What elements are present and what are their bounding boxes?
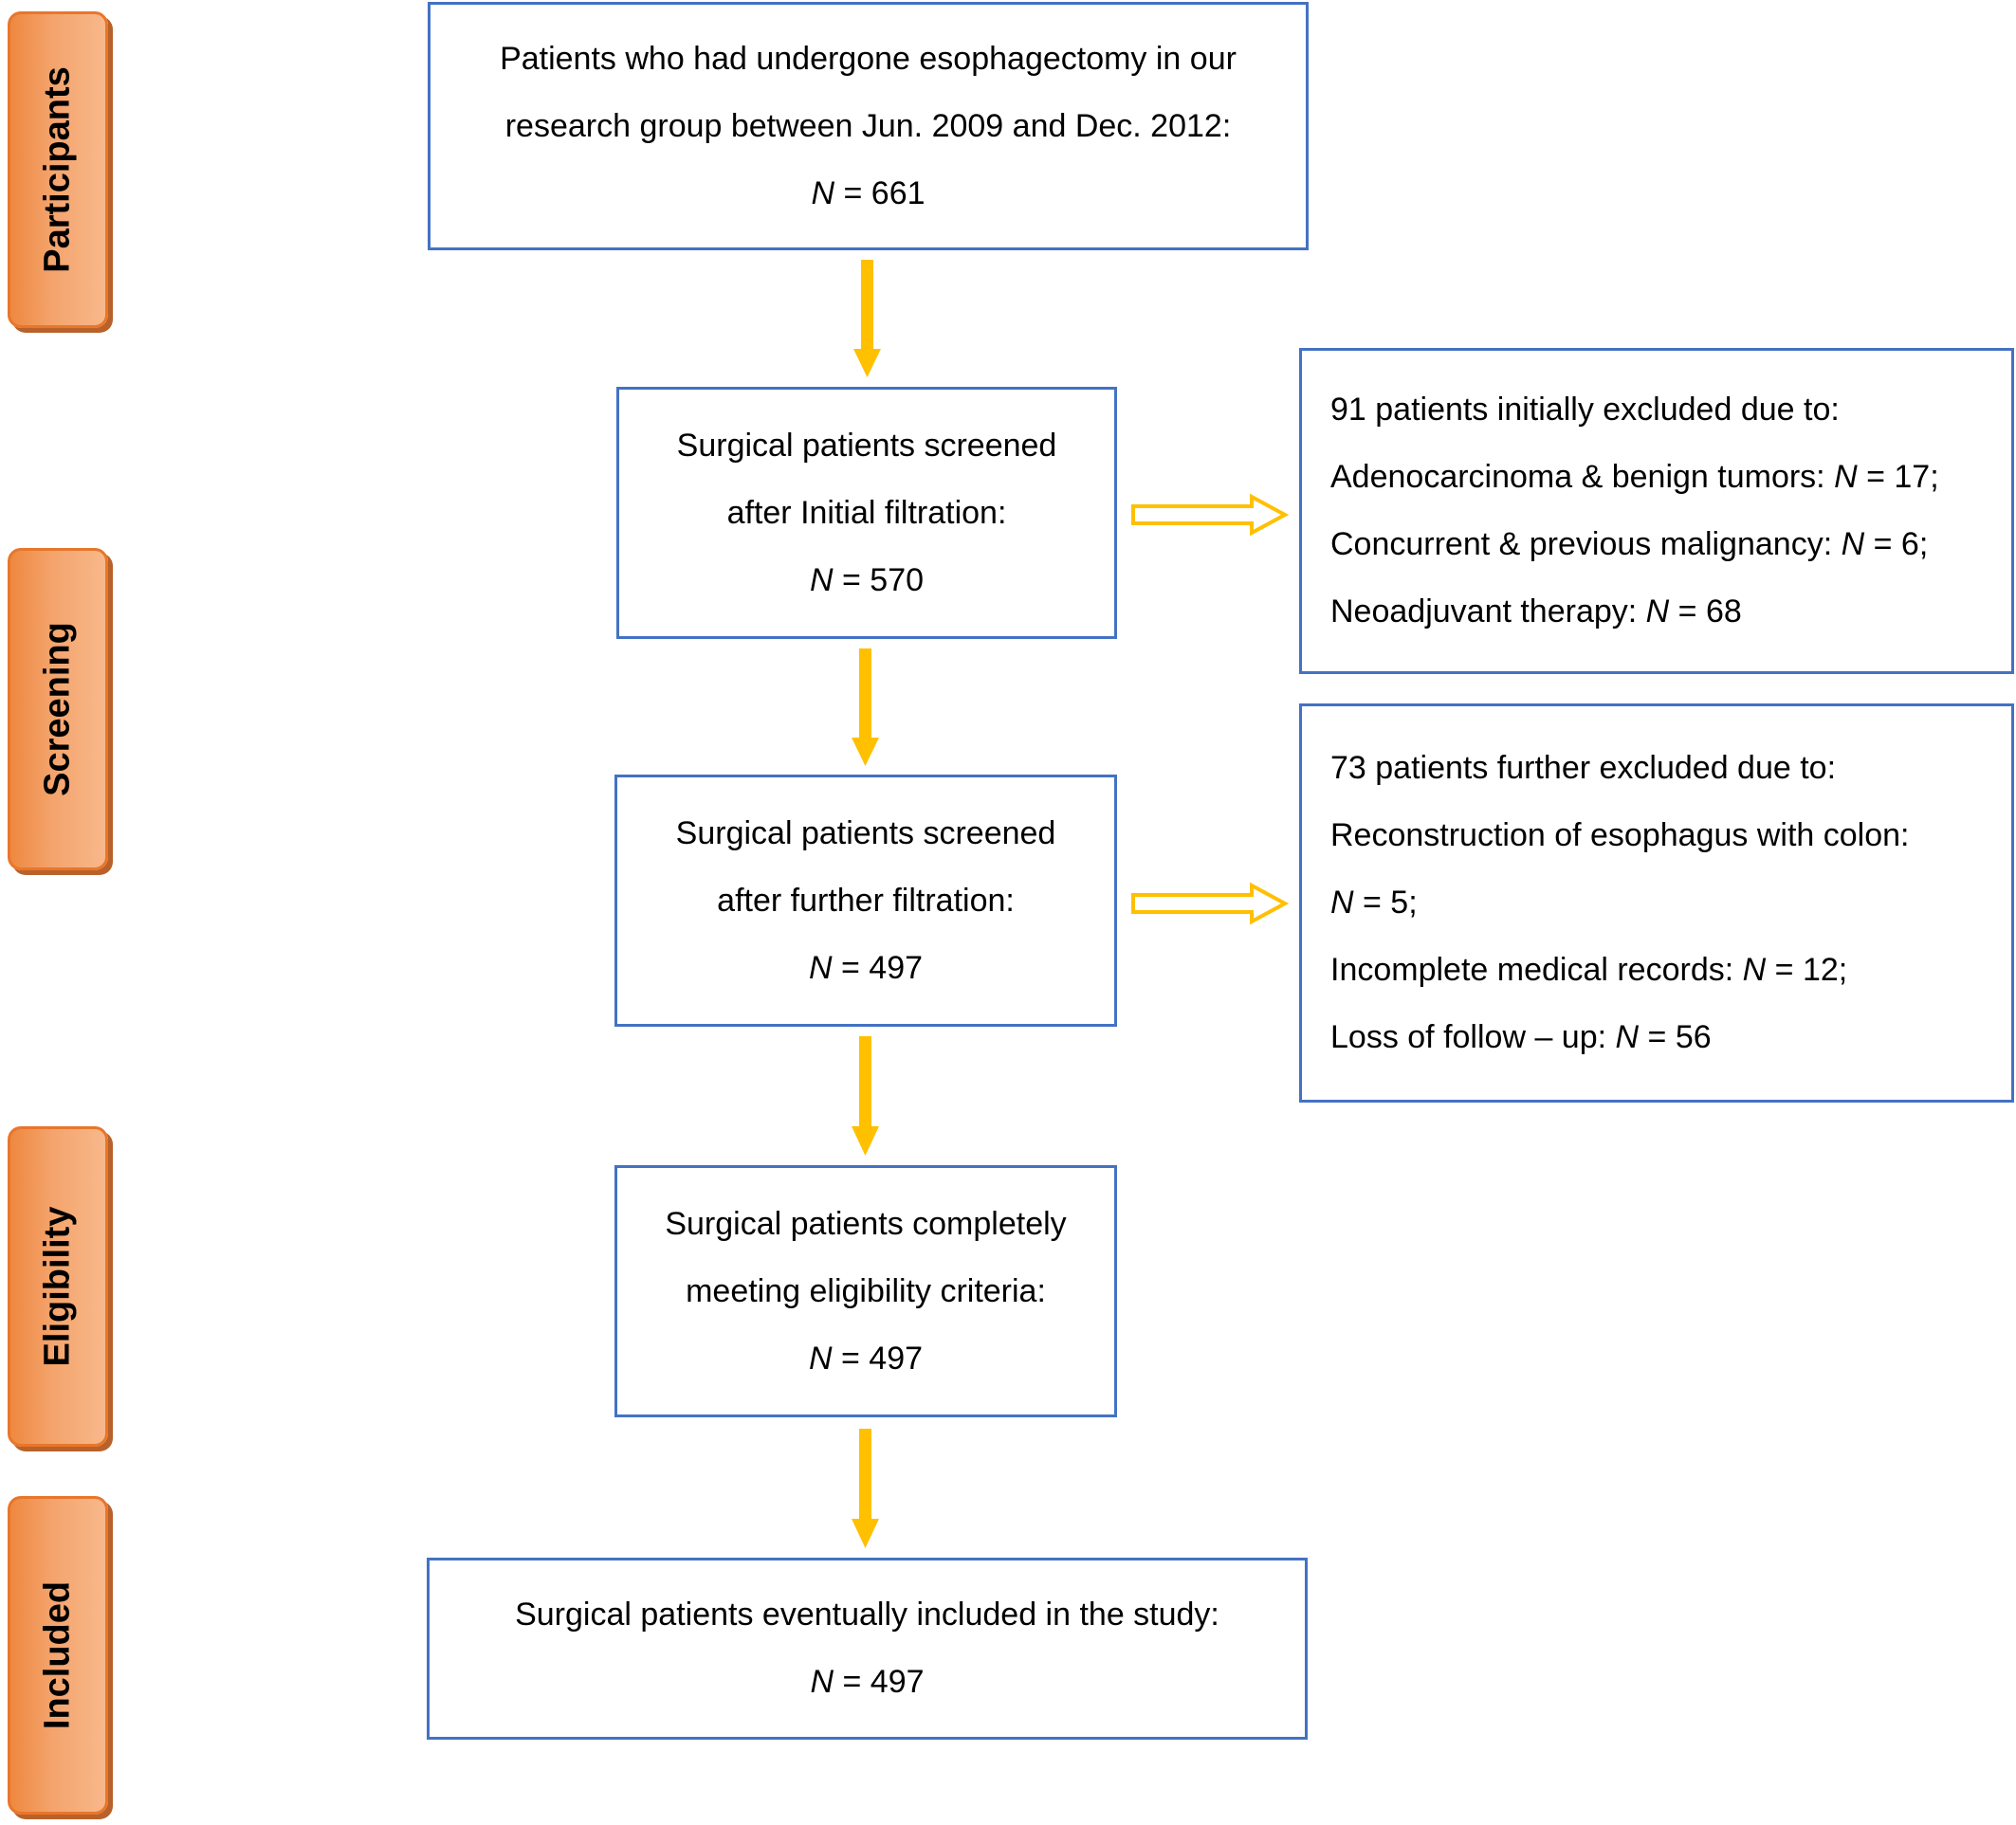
item-count: = 68 — [1669, 593, 1742, 630]
box-exclusions-initial: 91 patients initially excluded due to: A… — [1299, 348, 2014, 674]
arrow-down-1 — [853, 260, 881, 377]
stage-eligibility: Eligibility — [8, 1126, 108, 1447]
n-symbol: N — [808, 949, 833, 986]
box-eligible-line2: meeting eligibility criteria: — [686, 1272, 1046, 1309]
item-text: Loss of follow – up: — [1330, 1019, 1616, 1055]
exclusion1-header: 91 patients initially excluded due to: — [1330, 392, 1840, 428]
box-included-count: N = 497 — [810, 1649, 924, 1716]
n-symbol: N — [811, 174, 835, 211]
box-exclusions-further: 73 patients further excluded due to: Rec… — [1299, 703, 2014, 1103]
box-eligible: Surgical patients completely meeting eli… — [614, 1165, 1117, 1417]
box-eligible-count: N = 497 — [809, 1325, 923, 1393]
exclusion2-header: 73 patients further excluded due to: — [1330, 750, 1837, 786]
item-text: Adenocarcinoma & benign tumors: — [1330, 459, 1835, 495]
arrow-right-2 — [1131, 882, 1290, 925]
exclusion2-item: Reconstruction of esophagus with colon: — [1330, 802, 1909, 869]
count-value: = 497 — [832, 949, 924, 986]
box-initial-line1: Patients who had undergone esophagectomy… — [500, 40, 1237, 77]
box-initial-population: Patients who had undergone esophagectomy… — [428, 2, 1309, 250]
box-screen2-line2: after further filtration: — [717, 882, 1015, 919]
n-symbol: N — [1841, 526, 1865, 562]
exclusion2-item: Loss of follow – up: N = 56 — [1330, 1004, 1712, 1071]
box-screen1-line1: Surgical patients screened — [676, 427, 1057, 464]
item-count: = 56 — [1639, 1019, 1712, 1055]
n-symbol: N — [1645, 593, 1670, 630]
box-screen1-count: N = 570 — [810, 547, 924, 614]
n-symbol: N — [809, 561, 834, 598]
exclusion1-item: Concurrent & previous malignancy: N = 6; — [1330, 511, 1928, 578]
box-included: Surgical patients eventually included in… — [427, 1558, 1308, 1740]
box-included-line1: Surgical patients eventually included in… — [515, 1597, 1219, 1633]
box-screen1-line2: after Initial filtration: — [726, 494, 1007, 531]
box-initial-count: N = 661 — [811, 160, 925, 228]
exclusion2-item: Incomplete medical records: N = 12; — [1330, 937, 1847, 1004]
exclusion1-item: Adenocarcinoma & benign tumors: N = 17; — [1330, 444, 1939, 511]
item-count: = 12; — [1766, 952, 1848, 988]
arrow-right-1 — [1131, 493, 1290, 537]
stage-participants: Participants — [8, 11, 108, 328]
n-symbol: N — [1330, 885, 1354, 921]
item-text: Neoadjuvant therapy: — [1330, 593, 1646, 630]
n-symbol: N — [808, 1340, 833, 1377]
count-value: = 661 — [834, 174, 926, 211]
arrow-down-4 — [852, 1429, 879, 1548]
n-symbol: N — [1615, 1019, 1640, 1055]
item-count: = 5; — [1353, 885, 1418, 921]
stage-included: Included — [8, 1496, 108, 1815]
n-symbol: N — [1742, 952, 1767, 988]
arrow-down-2 — [852, 648, 879, 766]
stage-screening: Screening — [8, 548, 108, 870]
item-count: = 17; — [1857, 459, 1939, 495]
box-screen-initial: Surgical patients screened after Initial… — [616, 387, 1117, 639]
count-value: = 497 — [832, 1340, 924, 1377]
box-screen-further: Surgical patients screened after further… — [614, 775, 1117, 1027]
box-screen2-line1: Surgical patients screened — [675, 814, 1056, 851]
exclusion2-item: N = 5; — [1330, 869, 1418, 937]
count-value: = 497 — [834, 1664, 925, 1700]
item-text: Concurrent & previous malignancy: — [1330, 526, 1842, 562]
box-initial-line2: research group between Jun. 2009 and Dec… — [504, 107, 1232, 144]
exclusion1-item: Neoadjuvant therapy: N = 68 — [1330, 578, 1742, 646]
arrow-down-3 — [852, 1036, 879, 1156]
count-value: = 570 — [833, 561, 925, 598]
item-text: Reconstruction of esophagus with colon: — [1330, 817, 1910, 853]
n-symbol: N — [810, 1664, 834, 1700]
box-eligible-line1: Surgical patients completely — [665, 1205, 1067, 1242]
n-symbol: N — [1834, 459, 1858, 495]
item-count: = 6; — [1864, 526, 1929, 562]
item-text: Incomplete medical records: — [1330, 952, 1743, 988]
box-screen2-count: N = 497 — [809, 935, 923, 1002]
